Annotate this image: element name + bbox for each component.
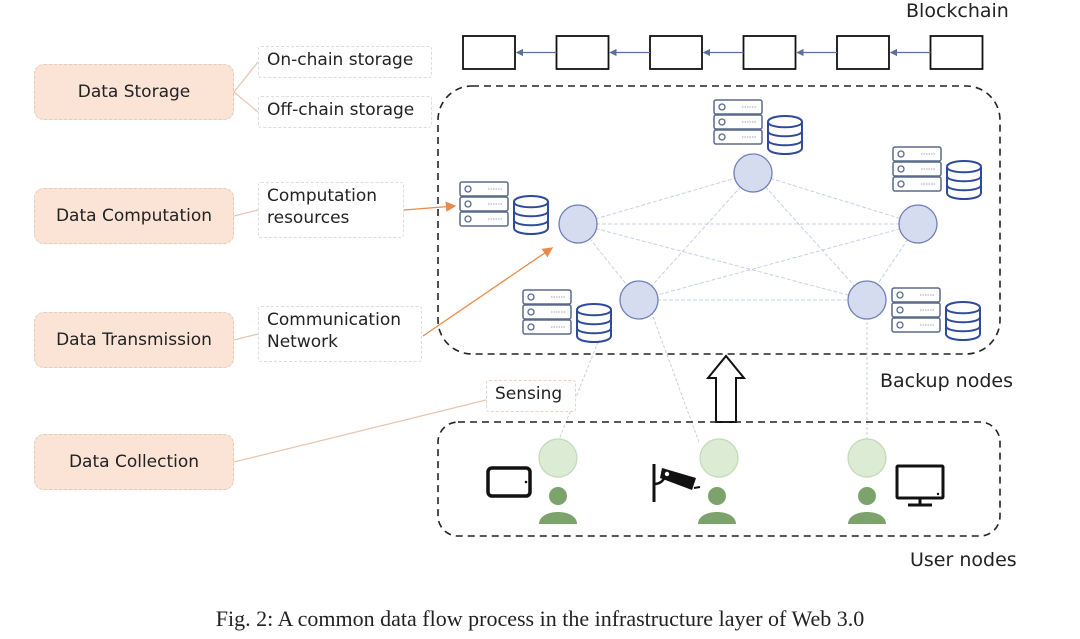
user-nodes-label: User nodes — [910, 549, 1017, 571]
server-icon — [891, 287, 941, 333]
link-user2-backup — [651, 313, 700, 443]
off-chain-storage-label: Off-chain storage — [267, 100, 415, 120]
computation-resources-line1: Computation — [267, 186, 378, 206]
backup-node — [733, 153, 773, 193]
mesh-link — [577, 223, 868, 301]
user-node-circle — [538, 438, 578, 478]
block — [742, 35, 797, 70]
upload-arrow-icon — [705, 354, 747, 423]
block — [462, 35, 516, 70]
stage-data-storage: Data Storage — [34, 64, 234, 120]
backup-node — [619, 280, 659, 320]
block — [836, 35, 890, 70]
person-icon — [539, 487, 577, 524]
server-icon — [522, 289, 572, 335]
stage-label: Data Storage — [77, 82, 191, 102]
person-icon — [848, 487, 886, 524]
mesh-link — [577, 172, 754, 225]
backup-nodes — [558, 153, 938, 320]
sensing-label: Sensing — [495, 384, 563, 404]
transmission-arrow — [422, 247, 554, 337]
user-node — [847, 438, 945, 524]
mesh-link — [638, 223, 919, 301]
communication-network-line2: Network — [267, 332, 338, 352]
backup-node — [847, 280, 887, 320]
backup-nodes-region — [437, 85, 1001, 355]
server-icon — [459, 181, 509, 227]
communication-network-box: Communication Network — [258, 306, 422, 362]
off-chain-storage-box: Off-chain storage — [258, 96, 432, 128]
sensing-box: Sensing — [486, 380, 576, 412]
stage-data-computation: Data Computation — [34, 188, 234, 244]
mesh-links — [577, 172, 919, 301]
computation-resources-box: Computation resources — [258, 182, 404, 238]
computation-resources-line2: resources — [267, 208, 350, 228]
database-icon — [513, 195, 549, 235]
mesh-link — [752, 172, 919, 225]
surveillance-camera-icon — [652, 464, 701, 502]
user-node — [652, 438, 739, 524]
tablet-icon — [486, 466, 532, 498]
server-icon — [713, 99, 763, 145]
database-icon — [945, 301, 981, 341]
person-icon — [698, 487, 736, 524]
user-node — [486, 438, 578, 524]
user-node-circle — [699, 438, 739, 478]
database-icon — [767, 115, 803, 155]
on-chain-storage-label: On-chain storage — [267, 50, 414, 70]
block — [649, 35, 703, 70]
monitor-icon — [895, 464, 945, 507]
blockchain-label: Blockchain — [906, 0, 1009, 22]
stage-label: Data Computation — [55, 206, 213, 226]
mesh-link — [638, 172, 754, 301]
computation-arrow — [403, 201, 457, 212]
stage-label: Data Collection — [68, 452, 200, 472]
mesh-link — [752, 172, 868, 301]
backup-node — [558, 204, 598, 244]
backup-nodes-label: Backup nodes — [880, 370, 1013, 392]
blockchain — [462, 35, 984, 70]
user-node-circle — [847, 438, 887, 478]
user-nodes-region — [437, 421, 1001, 537]
database-icon — [946, 160, 982, 200]
figure-caption: Fig. 2: A common data flow process in th… — [215, 606, 865, 631]
on-chain-storage-box: On-chain storage — [258, 46, 432, 78]
database-icon — [576, 303, 612, 343]
block — [929, 35, 984, 70]
server-icon — [892, 146, 942, 192]
block — [555, 35, 610, 70]
stage-data-collection: Data Collection — [34, 434, 234, 490]
stage-data-transmission: Data Transmission — [34, 312, 234, 368]
backup-node — [898, 204, 938, 244]
communication-network-line1: Communication — [267, 310, 401, 330]
connectors — [233, 61, 554, 463]
stage-label: Data Transmission — [56, 330, 212, 350]
